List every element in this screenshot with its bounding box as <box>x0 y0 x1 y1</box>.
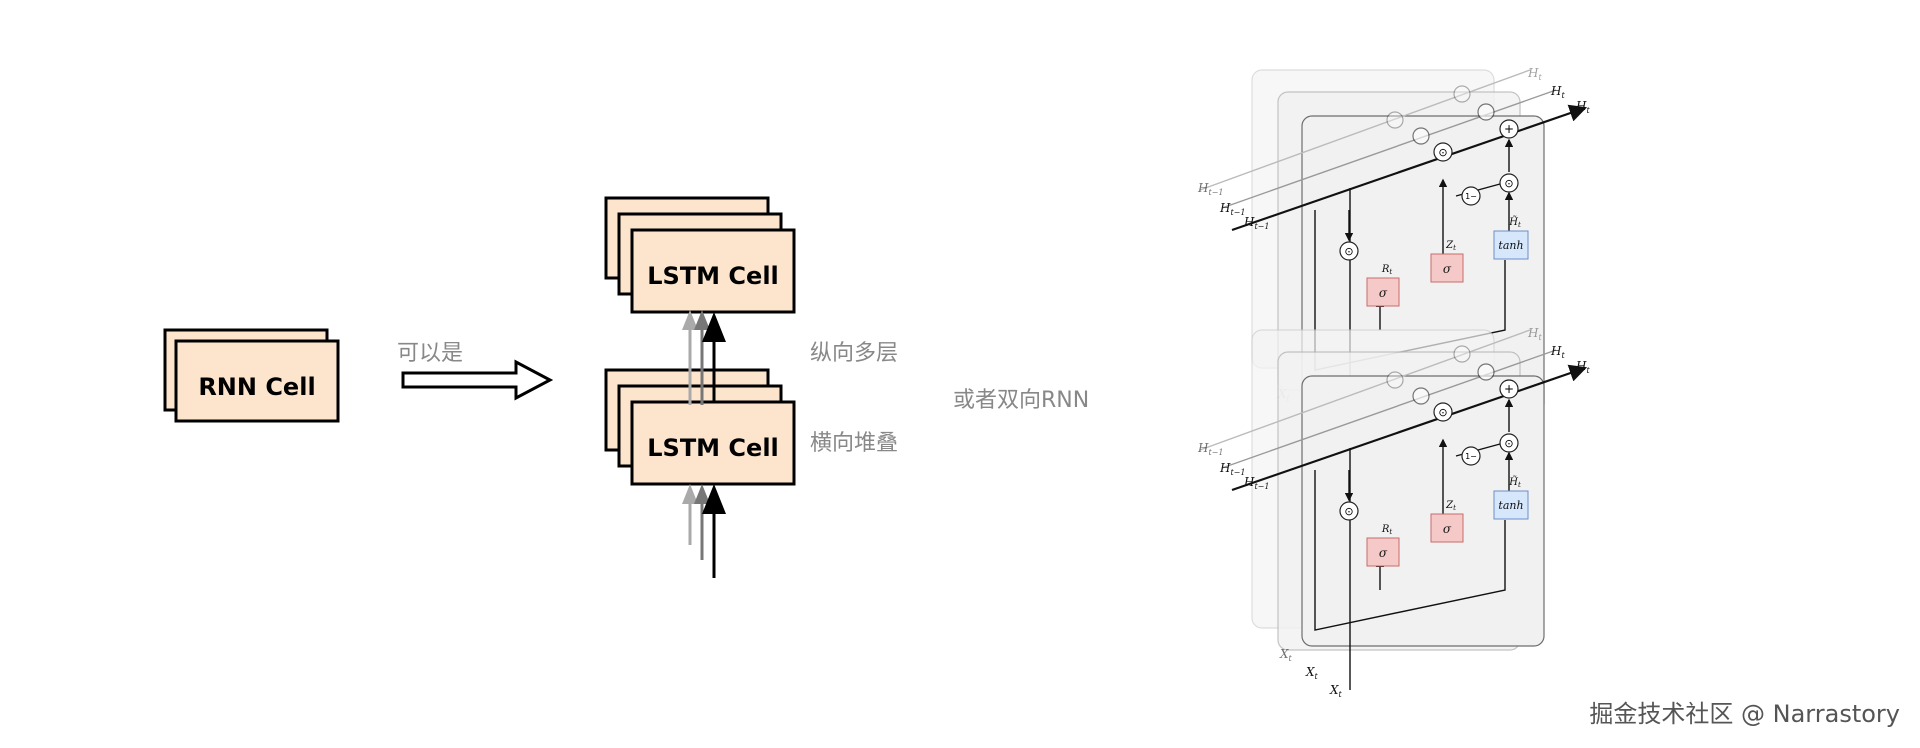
gru-bottom-hout-mid: Ht <box>1550 344 1565 360</box>
lstm-top-stack: LSTM Cell <box>604 196 796 314</box>
gru-diagram: σ Rt σ Zt tanh H̃t ⊙ ⊙ 1− ⊙ + Ht−1 <box>1197 66 1590 699</box>
gru-bottom-update-label: Zt <box>1445 500 1456 512</box>
gru-bottom-hline-back1 <box>1221 349 1557 469</box>
gru-bottom-odot-cand <box>1499 433 1519 453</box>
gru-top-ghost-op-3 <box>1453 85 1471 103</box>
gru-bottom-ghost-op-2 <box>1412 387 1430 405</box>
arrow-main-lower-head <box>702 484 726 514</box>
gru-bottom-hout-front: Ht <box>1575 359 1590 375</box>
gru-top-cand-label: H̃t <box>1508 216 1521 229</box>
lstm-top-label: LSTM Cell <box>647 262 779 290</box>
gru-top-hline-front <box>1231 104 1588 232</box>
gru-bottom-reset-gate <box>1366 537 1400 567</box>
gru-top-ghost-op-2 <box>1412 127 1430 145</box>
gru-top-odot-cand-sym: ⊙ <box>1504 177 1513 190</box>
gru-top-update-label: Zt <box>1445 240 1456 252</box>
gru-bottom-oneminus <box>1461 446 1481 466</box>
gru-top-hprev-front: Ht−1 <box>1243 215 1269 231</box>
gru-top-plus-sym: + <box>1504 122 1514 136</box>
gru-top-ghost-op-1 <box>1386 111 1404 129</box>
caption-vertical: 纵向多层 <box>810 341 898 366</box>
gru-bottom-reset-sigma: σ <box>1379 546 1388 560</box>
watermark: 掘金技术社区 @ Narrastory <box>1589 700 1900 728</box>
gru-bottom-layer-front <box>1301 375 1545 647</box>
arrow-gray-3-head <box>682 484 698 504</box>
gru-top-hline-back2 <box>1199 69 1531 191</box>
gru-bottom-plus-sym: + <box>1504 382 1514 396</box>
gru-bottom-odot-prev <box>1433 402 1453 422</box>
gru-top-reset-gate <box>1366 277 1400 307</box>
transform-arrow: 可以是 <box>397 341 554 401</box>
arrow-label: 可以是 <box>397 341 463 366</box>
gru-top-hline-back1 <box>1221 89 1557 209</box>
gru-bottom-odot-reset-sym: ⊙ <box>1344 505 1353 518</box>
gru-bottom-hprev-back: Ht−1 <box>1197 441 1223 457</box>
gru-bottom-block: σ Rt σ Zt tanh H̃t ⊙ ⊙ 1− ⊙ + Ht−1 Ht−1 <box>1197 326 1590 699</box>
gru-top-odot-prev <box>1433 142 1453 162</box>
gru-bottom-plus <box>1499 379 1519 399</box>
arrow-gray-4-head <box>694 484 710 504</box>
gru-bottom-odot-cand-sym: ⊙ <box>1504 437 1513 450</box>
gru-bottom-xin-mid: Xt <box>1305 665 1319 681</box>
arrow-gray-1-head <box>682 310 698 330</box>
lstm-bottom-front <box>630 400 796 486</box>
gru-bottom-hline-back2 <box>1199 329 1531 451</box>
gru-bottom-cand-label: H̃t <box>1508 476 1521 489</box>
gru-top-oneminus-sym: 1− <box>1465 192 1477 201</box>
gru-bottom-xin-front: Xt <box>1329 683 1343 699</box>
gru-bottom-ghost-op-3 <box>1453 345 1471 363</box>
gru-top-hout-mid: Ht <box>1550 84 1565 100</box>
gru-top-tanh-gate <box>1493 230 1529 260</box>
rnn-cell-stack: RNN Cell <box>163 328 340 423</box>
gru-bottom-ghost-op-4 <box>1477 363 1495 381</box>
gru-top-hprev-mid: Ht−1 <box>1219 201 1245 217</box>
lstm-bottom-stack: LSTM Cell <box>604 368 796 486</box>
gru-bottom-hline-front <box>1231 364 1588 492</box>
gru-top-hout-front: Ht <box>1575 99 1590 115</box>
gru-top-reset-sigma: σ <box>1379 286 1388 300</box>
gru-bottom-update-sigma: σ <box>1443 522 1452 536</box>
gru-bottom-oneminus-sym: 1− <box>1465 452 1477 461</box>
gru-bottom-xin-back: Xt <box>1279 647 1293 663</box>
gru-top-update-gate <box>1430 253 1464 283</box>
gru-top-odot-reset-sym: ⊙ <box>1344 245 1353 258</box>
lstm-top-front <box>630 228 796 314</box>
gru-top-odot-cand <box>1499 173 1519 193</box>
gru-bottom-update-gate <box>1430 513 1464 543</box>
gru-bottom-tanh-label: tanh <box>1498 499 1523 512</box>
arrow-gray-2-head <box>694 310 710 330</box>
hollow-arrow-icon <box>401 359 554 401</box>
caption-bidirectional: 或者双向RNN <box>953 388 1089 413</box>
gru-bottom-hprev-front: Ht−1 <box>1243 475 1269 491</box>
rnn-cell-front <box>174 339 340 423</box>
gru-bottom-odot-prev-sym: ⊙ <box>1438 406 1447 419</box>
gru-bottom-odot-reset <box>1339 501 1359 521</box>
gru-top-reset-label: Rt <box>1381 264 1393 276</box>
caption-horizontal: 横向堆叠 <box>810 431 898 456</box>
lstm-connection-arrows <box>682 310 726 578</box>
gru-top-hout-back: Ht <box>1527 66 1542 82</box>
gru-bottom-reset-label: Rt <box>1381 524 1393 536</box>
gru-top-plus <box>1499 119 1519 139</box>
gru-bottom-tanh-gate <box>1493 490 1529 520</box>
gru-bottom-hout-back: Ht <box>1527 326 1542 342</box>
gru-top-update-sigma: σ <box>1443 262 1452 276</box>
gru-top-tanh-label: tanh <box>1498 239 1523 252</box>
gru-bottom-ghost-op-1 <box>1386 371 1404 389</box>
gru-top-ghost-op-4 <box>1477 103 1495 121</box>
gru-top-oneminus <box>1461 186 1481 206</box>
gru-top-hprev-back: Ht−1 <box>1197 181 1223 197</box>
gru-bottom-hprev-mid: Ht−1 <box>1219 461 1245 477</box>
gru-bottom-wire-loop <box>1314 470 1506 631</box>
arrow-main-upper-head <box>702 312 726 342</box>
gru-top-odot-reset <box>1339 241 1359 261</box>
gru-top-odot-prev-sym: ⊙ <box>1438 146 1447 159</box>
lstm-bottom-label: LSTM Cell <box>647 434 779 462</box>
rnn-cell-label: RNN Cell <box>198 373 315 401</box>
